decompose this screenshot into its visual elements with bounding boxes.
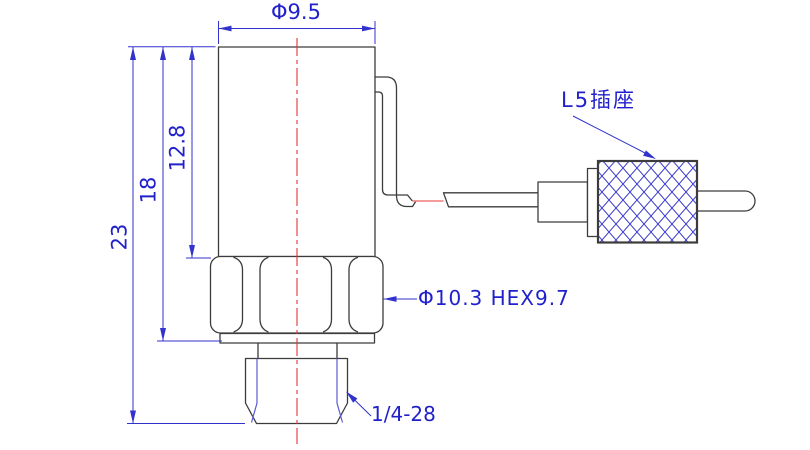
- connector-pin: [696, 190, 756, 212]
- cable: [442, 192, 539, 208]
- connector-step: [586, 167, 599, 238]
- dimension-lines: [127, 21, 656, 424]
- strain-relief-tube: [374, 76, 417, 208]
- connector-knurl: [596, 159, 699, 244]
- dim-height-to-washer-label: 18: [136, 176, 161, 204]
- dim-top-diameter-label: Φ9.5: [271, 0, 321, 24]
- dim-overall-height-label: 23: [107, 223, 132, 251]
- neck: [257, 342, 338, 360]
- hex-callout-label: Φ10.3 HEX9.7: [418, 286, 570, 310]
- connector: [537, 159, 756, 244]
- connector-callout-label: L5插座: [561, 88, 637, 112]
- thread-callout-label: 1/4-28: [371, 402, 436, 426]
- connector-boot: [537, 181, 589, 223]
- dim-height-to-hex-label: 12.8: [165, 124, 190, 172]
